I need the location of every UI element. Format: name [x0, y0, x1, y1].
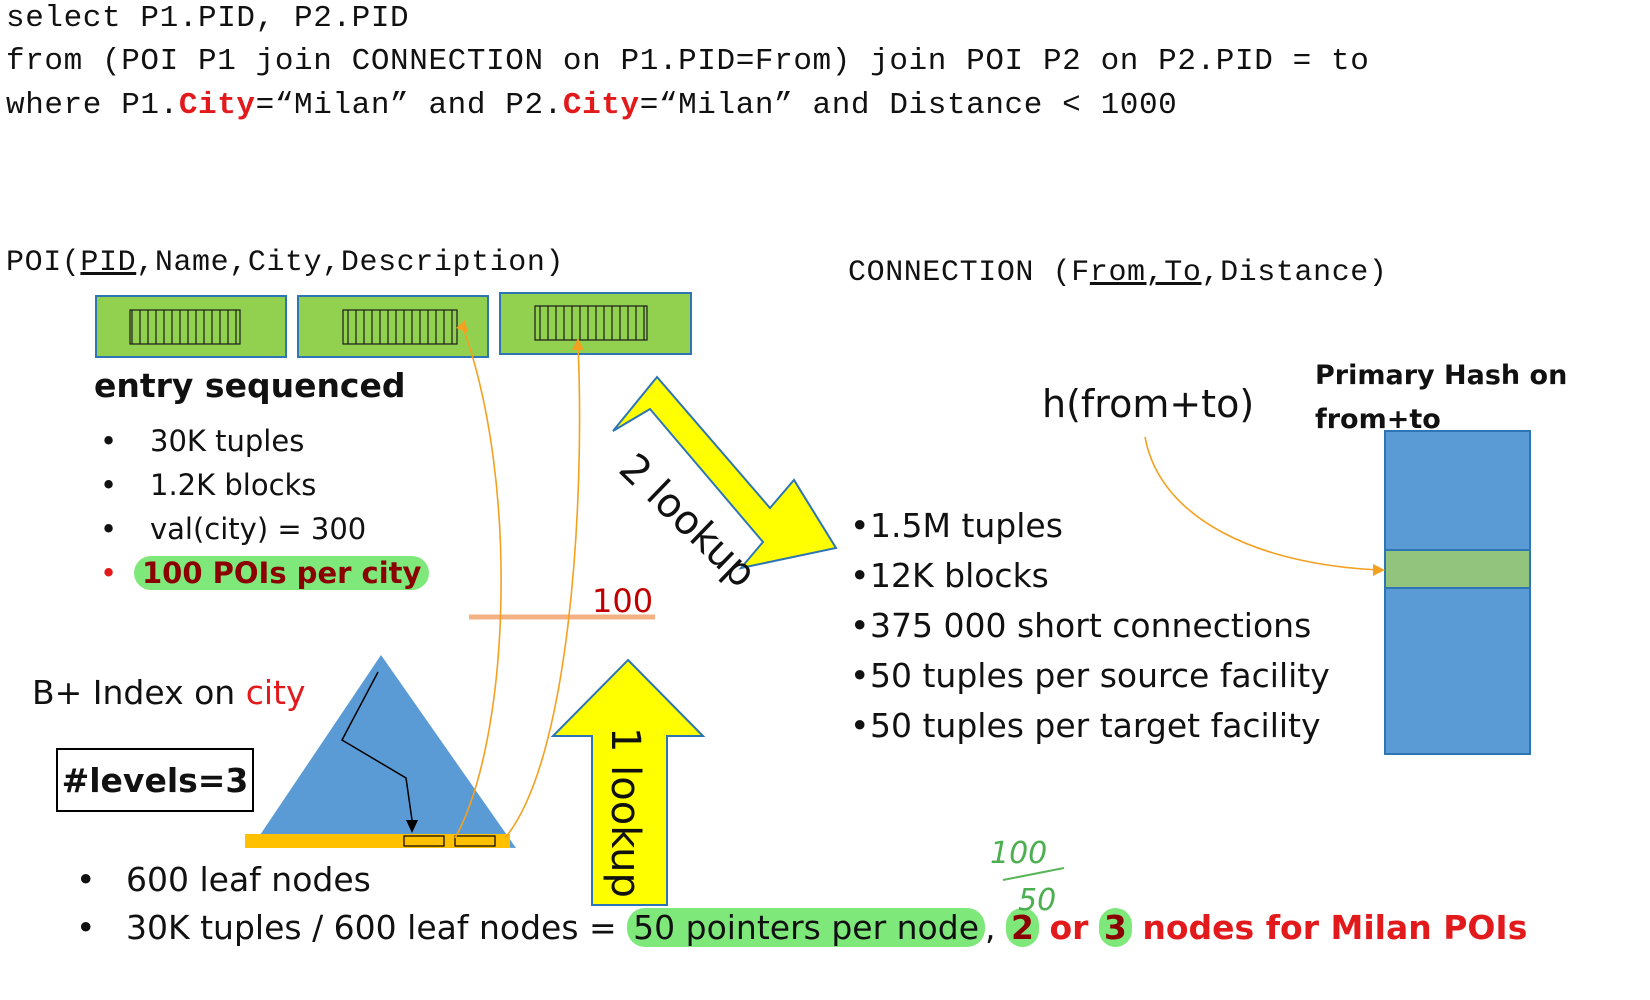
poi-schema: POI(PID,Name,City,Description) [6, 246, 564, 280]
leaf-calc-item: •30K tuples / 600 leaf nodes = 50 pointe… [76, 908, 1528, 947]
connection-stat-item: •12K blocks [850, 556, 1049, 595]
hash-bucket [1384, 549, 1531, 589]
connection-stat-item: •50 tuples per target facility [850, 706, 1321, 745]
levels-label: #levels=3 [61, 760, 249, 800]
hash-title-line-2: from+to [1315, 404, 1441, 435]
bplus-index-title: B+ Index on city [32, 673, 306, 712]
handwritten-denominator: 50 [1018, 883, 1057, 918]
handwritten-numerator: 100 [990, 836, 1048, 871]
connection-schema-key: rom,To [1089, 256, 1202, 290]
poi-stat-item-highlight: •100 POIs per city [100, 556, 430, 600]
sql-where-prefix: where P1. [6, 88, 179, 123]
sql-from-line: from (POI P1 join CONNECTION on P1.PID=F… [6, 44, 1370, 79]
leaf-pointer-curve-2 [504, 344, 581, 839]
sql-select-line: select P1.PID, P2.PID [6, 1, 410, 36]
bplus-index-title-prefix: B+ Index on [32, 673, 246, 712]
hash-file [1384, 430, 1531, 755]
leaf-stat-item: •600 leaf nodes [76, 860, 371, 899]
handwritten-fraction-line [1002, 867, 1065, 881]
sql-city-attr-2: City [562, 88, 640, 123]
poi-block-1 [95, 295, 287, 358]
levels-box: #levels=3 [56, 748, 254, 812]
poi-stat-item: •30K tuples [100, 424, 305, 458]
bplus-index-attr: city [245, 673, 306, 712]
pointers-per-node: 50 pointers per node [627, 908, 985, 947]
nodes-count-2: 2 [1006, 908, 1039, 947]
leaf-node-1 [403, 835, 445, 847]
hash-title-line-1: Primary Hash on [1315, 360, 1568, 391]
lookup1-arrow [550, 658, 706, 906]
leaf-pointer-curve-1 [454, 324, 502, 839]
hash-title: Primary Hash on from+to [1315, 354, 1567, 442]
leaf-stats-list: •600 leaf nodes •30K tuples / 600 leaf n… [76, 860, 1527, 956]
sql-city-attr-1: City [178, 88, 256, 123]
poi-schema-key: PID [80, 246, 137, 280]
bplus-tree-triangle [258, 655, 516, 848]
poi-organization: entry sequenced [94, 366, 406, 405]
poi-schema-prefix: POI( [6, 246, 81, 280]
hash-function: h(from+to) [1042, 382, 1255, 426]
nodes-count-3: 3 [1098, 908, 1132, 947]
leaf-node-2 [454, 835, 496, 847]
connection-schema-rest: ,Distance) [1201, 256, 1388, 290]
connection-stat-item: •375 000 short connections [850, 606, 1312, 645]
hash-pointer-curve [1144, 436, 1381, 571]
leaf-pointer-arrowhead-2 [572, 338, 584, 350]
tree-search-arrowhead [406, 820, 418, 833]
leaf-pointer-arrowhead-1 [456, 320, 468, 333]
lookup2-arrow [612, 375, 838, 570]
connection-schema-prefix: CONNECTION (F [848, 256, 1090, 290]
poi-block-2 [297, 295, 489, 358]
connection-schema: CONNECTION (From,To,Distance) [848, 256, 1388, 290]
poi-schema-rest: ,Name,City,Description) [136, 246, 565, 280]
tree-search-path [341, 671, 413, 821]
hash-pointer-arrowhead [1373, 564, 1385, 576]
connection-stats-list: •1.5M tuples •12K blocks •375 000 short … [850, 506, 1330, 756]
selectivity-label: 100 [592, 582, 654, 620]
connection-stat-item: •1.5M tuples [850, 506, 1063, 545]
sql-where-line: where P1.City=“Milan” and P2.City=“Milan… [6, 90, 1177, 121]
poi-stat-item: •1.2K blocks [100, 468, 317, 502]
connection-stat-item: •50 tuples per source facility [850, 656, 1330, 695]
sql-where-middle: =“Milan” and P2. [255, 88, 563, 123]
poi-block-3 [499, 292, 692, 355]
sql-where-suffix: =“Milan” and Distance < 1000 [639, 88, 1178, 123]
poi-stat-item: •val(city) = 300 [100, 512, 367, 546]
poi-stats-list: •30K tuples •1.2K blocks •val(city) = 30… [100, 424, 430, 600]
